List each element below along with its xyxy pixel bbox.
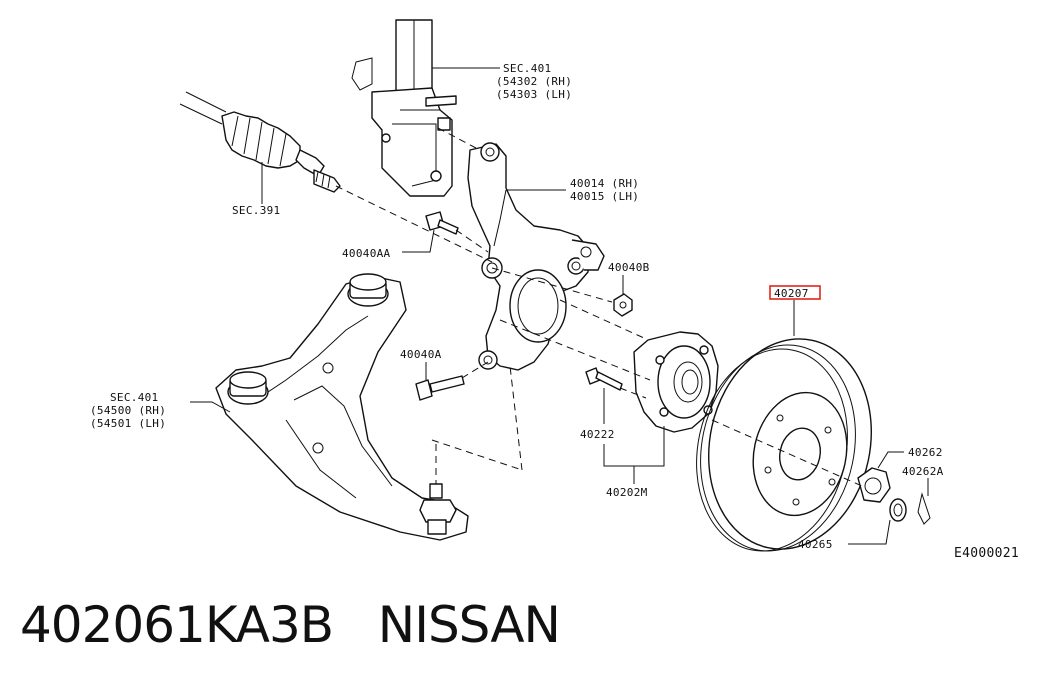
- brake-rotor: [696, 338, 872, 552]
- label-strut-lh: (54303 (LH): [496, 88, 572, 101]
- label-40040A: 40040A: [400, 348, 442, 361]
- hub-bearing-assembly: [633, 331, 719, 433]
- label-40207: 40207: [774, 287, 809, 300]
- strut-assembly: [351, 19, 457, 197]
- label-40040B: 40040B: [608, 261, 650, 274]
- label-sec391: SEC.391: [232, 204, 280, 217]
- label-40040AA: 40040AA: [342, 247, 391, 260]
- callout-labels: SEC.401 (54302 (RH) (54303 (LH) 40014 (R…: [90, 62, 1019, 561]
- cotter-pin-40262A: [917, 492, 931, 525]
- assembly-lines: [335, 127, 863, 487]
- nut-40040B: [613, 293, 633, 317]
- label-40265: 40265: [798, 538, 833, 551]
- label-strut-rh: (54302 (RH): [496, 75, 572, 88]
- bolt-40040A: [415, 375, 465, 401]
- label-knuckle-lh: 40015 (LH): [570, 190, 639, 203]
- label-40262A: 40262A: [902, 465, 944, 478]
- washer-40265: [889, 498, 907, 522]
- highlight-box-40207: [769, 285, 821, 300]
- brand-name: NISSAN: [377, 596, 561, 654]
- label-40222: 40222: [580, 428, 615, 441]
- part-caption: 402061KA3B NISSAN: [20, 596, 561, 654]
- part-number: 402061KA3B: [20, 596, 334, 654]
- label-knuckle-rh: 40014 (RH): [570, 177, 639, 190]
- steering-knuckle: [467, 142, 605, 371]
- label-40262: 40262: [908, 446, 943, 459]
- figure-code: E4000021: [954, 546, 1019, 561]
- axle-nut-40262: [857, 467, 891, 503]
- bolt-40040AA: [425, 211, 459, 235]
- lower-control-arm: [215, 273, 469, 541]
- label-arm-lh: (54501 (LH): [90, 417, 166, 430]
- drive-shaft: [179, 91, 341, 193]
- bolt-40222: [585, 367, 623, 391]
- label-sec401-arm: SEC.401: [110, 391, 158, 404]
- leader-lines: [190, 67, 929, 545]
- label-40202M: 40202M: [606, 486, 648, 499]
- label-arm-rh: (54500 (RH): [90, 404, 166, 417]
- label-sec401-strut: SEC.401: [503, 62, 551, 75]
